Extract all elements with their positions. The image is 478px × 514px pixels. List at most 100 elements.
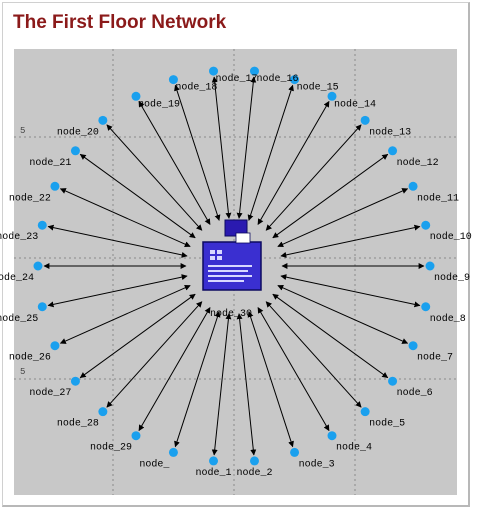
node-label: node_20 xyxy=(57,126,99,138)
network-node[interactable]: node_23 xyxy=(0,220,47,244)
node-label: node_ xyxy=(139,458,170,470)
node-label: node_21 xyxy=(29,157,71,169)
switch-panel-icon xyxy=(208,250,252,282)
node-dot-icon xyxy=(209,456,219,466)
node-label: node_3 xyxy=(299,458,335,470)
node-dot-icon xyxy=(70,376,80,386)
node-label: node_23 xyxy=(0,231,38,243)
network-node[interactable]: node_3 xyxy=(290,447,335,471)
node-label: node_29 xyxy=(90,442,132,454)
node-dot-icon xyxy=(360,115,370,125)
network-node[interactable]: node_19 xyxy=(131,91,181,111)
node-dot-icon xyxy=(360,407,370,417)
node-dot-icon xyxy=(33,261,43,271)
node-label: node_1 xyxy=(196,467,232,479)
network-node[interactable]: node_17 xyxy=(209,66,258,86)
node-dot-icon xyxy=(327,91,337,101)
network-node[interactable]: node_25 xyxy=(0,302,47,325)
network-node[interactable]: node_2 xyxy=(236,456,272,479)
node-dot-icon xyxy=(425,261,435,271)
node-label: node_18 xyxy=(175,82,217,94)
node-dot-icon xyxy=(408,181,418,191)
node-label: node_27 xyxy=(29,387,71,399)
switch-badge xyxy=(235,232,251,244)
node-dot-icon xyxy=(327,431,337,441)
network-node[interactable]: node_14 xyxy=(327,91,377,111)
hub-node[interactable]: node_30 xyxy=(202,219,262,320)
node-label: node_10 xyxy=(430,231,472,243)
network-node[interactable]: node_9 xyxy=(425,261,471,285)
node-dot-icon xyxy=(249,456,259,466)
node-label: node_24 xyxy=(0,272,34,284)
network-node[interactable]: node_24 xyxy=(0,261,43,285)
node-dot-icon xyxy=(290,75,300,85)
node-dot-icon xyxy=(98,407,108,417)
node-dot-icon xyxy=(70,146,80,156)
node-label: node_11 xyxy=(417,192,459,204)
node-label: node_8 xyxy=(430,313,466,325)
network-node[interactable]: node_11 xyxy=(408,181,460,205)
node-dot-icon xyxy=(249,66,259,76)
node-label: node_12 xyxy=(397,157,439,169)
grid-tick-label: 5 xyxy=(20,126,25,136)
network-node[interactable]: node_5 xyxy=(360,407,406,430)
node-label: node_7 xyxy=(417,352,453,364)
node-dot-icon xyxy=(421,220,431,230)
link-arrow xyxy=(174,311,221,448)
link-arrow xyxy=(280,274,421,308)
node-dot-icon xyxy=(168,75,178,85)
node-label: node_28 xyxy=(57,418,99,430)
node-dot-icon xyxy=(421,302,431,312)
node-label: node_6 xyxy=(397,387,433,399)
network-node[interactable]: node_8 xyxy=(421,302,466,325)
network-node[interactable]: node_26 xyxy=(9,341,60,364)
node-label: node_14 xyxy=(334,98,376,110)
network-node[interactable]: node_1 xyxy=(196,456,232,479)
node-label: node_25 xyxy=(0,313,38,325)
node-dot-icon xyxy=(50,181,60,191)
network-node[interactable]: node_21 xyxy=(29,146,80,169)
node-label: node_22 xyxy=(9,192,51,204)
network-node[interactable]: node_16 xyxy=(249,66,299,86)
link-arrow xyxy=(47,224,188,258)
node-label: node_9 xyxy=(434,272,470,284)
network-node[interactable]: node_20 xyxy=(57,115,108,139)
node-label: node_15 xyxy=(297,82,339,94)
network-node[interactable]: node_6 xyxy=(388,376,433,400)
node-label: node_2 xyxy=(236,467,272,479)
grid-tick-label: 5 xyxy=(20,367,25,377)
node-dot-icon xyxy=(388,376,398,386)
node-dot-icon xyxy=(168,447,178,457)
network-node[interactable]: node_27 xyxy=(29,376,80,400)
node-dot-icon xyxy=(98,115,108,125)
network-node[interactable]: node_4 xyxy=(327,431,373,454)
node-dot-icon xyxy=(37,302,47,312)
node-label: node_16 xyxy=(256,73,298,85)
node-label: node_4 xyxy=(336,442,372,454)
node-label: node_5 xyxy=(369,418,405,430)
node-dot-icon xyxy=(131,91,141,101)
network-node[interactable]: node_ xyxy=(139,447,178,471)
network-node[interactable]: node_10 xyxy=(421,220,472,244)
network-node[interactable]: node_7 xyxy=(408,341,454,364)
node-dot-icon xyxy=(131,431,141,441)
network-node[interactable]: node_29 xyxy=(90,431,141,454)
network-node[interactable]: node_18 xyxy=(168,75,218,94)
network-node[interactable]: node_28 xyxy=(57,407,108,430)
node-dot-icon xyxy=(37,220,47,230)
edge-layer xyxy=(43,76,425,456)
node-dot-icon xyxy=(209,66,219,76)
hub-label: node_30 xyxy=(210,308,252,320)
node-dot-icon xyxy=(408,341,418,351)
network-node[interactable]: node_12 xyxy=(388,146,439,169)
network-node[interactable]: node_15 xyxy=(290,75,339,94)
node-label: node_19 xyxy=(138,98,180,110)
node-dot-icon xyxy=(50,341,60,351)
network-node[interactable]: node_22 xyxy=(9,181,60,205)
node-label: node_17 xyxy=(216,73,258,85)
network-node[interactable]: node_13 xyxy=(360,115,412,139)
node-label: node_13 xyxy=(369,126,411,138)
link-arrow xyxy=(236,76,257,219)
